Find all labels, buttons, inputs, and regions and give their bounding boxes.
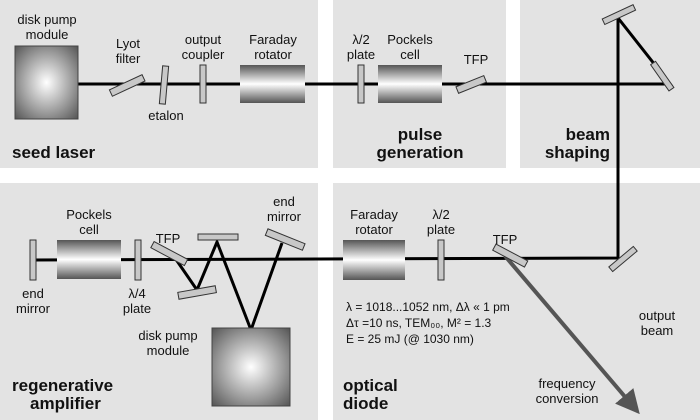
label-end-mirror-left: end: [22, 286, 44, 301]
label-amp-pump: disk pump: [138, 328, 197, 343]
beam-shaping-mirror-right: [649, 60, 675, 92]
faraday-rotator-bottom: [343, 240, 405, 280]
pockels-cell-top: [378, 65, 442, 103]
quarterwave-plate: [134, 239, 142, 281]
section-seed-laser: seed laser: [12, 143, 96, 162]
label-halfwave-top: λ/2: [352, 32, 369, 47]
section-regenerative-amplifier: regenerative: [12, 376, 113, 395]
halfwave-plate-top: [357, 64, 365, 104]
etalon: [158, 65, 170, 105]
tfp-amplifier: [150, 240, 189, 267]
panel-optical-diode: [333, 183, 700, 420]
label-faraday-bottom: Faraday: [350, 207, 398, 222]
tfp-diode: [492, 243, 529, 268]
label-seed-pump: disk pump: [17, 12, 76, 27]
end-mirror-right: [264, 228, 306, 251]
label-end-mirror-right: end: [273, 194, 295, 209]
section-beam-shaping: beam: [566, 125, 610, 144]
section-pulse-generation: pulse: [398, 125, 442, 144]
label-tfp-top: TFP: [464, 52, 489, 67]
end-mirror-left: [29, 239, 37, 281]
section-optical-diode: optical: [343, 376, 398, 395]
tfp-top: [455, 74, 488, 94]
label-faraday-top: Faraday: [249, 32, 297, 47]
label-pockels-bottom: Pockels: [66, 207, 112, 222]
label-tfp-diode: TFP: [493, 232, 518, 247]
halfwave-plate-bottom: [437, 239, 445, 281]
fold-mirror-lower: [177, 285, 217, 300]
label-etalon: etalon: [148, 108, 183, 123]
spec-energy: E = 25 mJ (@ 1030 nm): [346, 332, 474, 346]
lyot-filter: [108, 74, 146, 97]
label-halfwave-bottom: λ/2: [432, 207, 449, 222]
fold-mirror-top: [197, 233, 239, 241]
label-output-coupler: output: [185, 32, 222, 47]
label-pockels-top: Pockels: [387, 32, 433, 47]
pockels-cell-bottom: [57, 240, 121, 279]
output-coupler: [199, 64, 207, 104]
output-beam-arrow: [503, 254, 640, 415]
seed-pump-module: [14, 45, 79, 120]
spec-pulse: Δτ =10 ns, TEM₀₀, M² = 1.3: [346, 316, 492, 330]
beam-shaping-mirror-top: [601, 4, 637, 26]
label-quarterwave: λ/4: [128, 286, 145, 301]
label-lyot: Lyot: [116, 36, 140, 51]
spec-wavelength: λ = 1018...1052 nm, Δλ « 1 pm: [346, 300, 510, 314]
label-frequency-conversion: frequency: [538, 376, 596, 391]
diode-mirror: [608, 245, 638, 273]
label-tfp-amplifier: TFP: [156, 231, 181, 246]
label-output-beam: output: [639, 308, 676, 323]
specifications: λ = 1018...1052 nm, Δλ « 1 pm Δτ =10 ns,…: [346, 300, 510, 346]
faraday-rotator-top: [240, 65, 305, 103]
amplifier-pump-module: [211, 327, 291, 407]
